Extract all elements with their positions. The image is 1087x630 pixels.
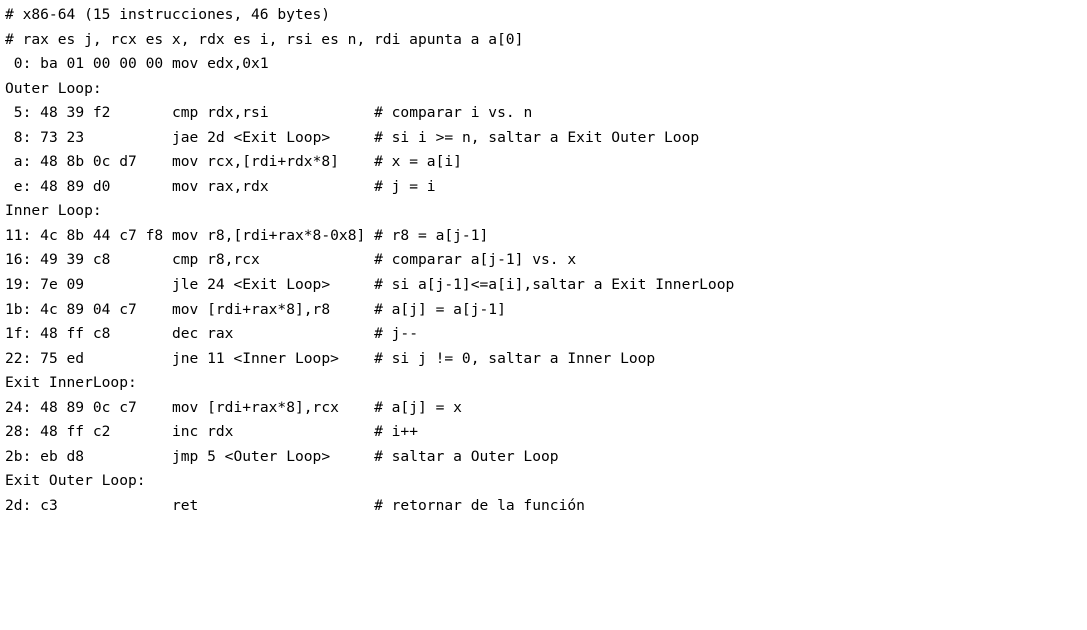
machine-bytes: c3 bbox=[40, 496, 58, 514]
comment: # comparar i vs. n bbox=[374, 104, 533, 122]
address: 22: bbox=[5, 349, 32, 367]
address: 28: bbox=[5, 423, 32, 441]
assembly-listing: # x86-64 (15 instrucciones, 46 bytes) # … bbox=[5, 6, 1087, 518]
address: 8: bbox=[13, 128, 32, 146]
instruction: cmp rdx,rsi bbox=[171, 104, 269, 122]
machine-bytes: 48 89 0c c7 bbox=[40, 398, 137, 416]
comment: # i++ bbox=[374, 423, 419, 441]
instruction-row: 24: 48 89 0c c7 mov [rdi+rax*8],rcx # a[… bbox=[5, 396, 1087, 421]
comment: # saltar a Outer Loop bbox=[374, 447, 559, 465]
comment: # si i >= n, saltar a Exit Outer Loop bbox=[374, 128, 700, 146]
machine-bytes: ba 01 00 00 00 bbox=[40, 55, 164, 73]
comment: # j = i bbox=[374, 177, 436, 195]
instruction: jae 2d <Exit Loop> bbox=[171, 128, 331, 146]
address: 16: bbox=[5, 251, 32, 269]
instruction-row: 1b: 4c 89 04 c7 mov [rdi+rax*8],r8 # a[j… bbox=[5, 298, 1087, 323]
machine-bytes: eb d8 bbox=[40, 447, 85, 465]
address: 2d: bbox=[5, 496, 32, 514]
machine-bytes: 7e 09 bbox=[40, 276, 85, 294]
instruction: mov [rdi+rax*8],r8 bbox=[171, 300, 331, 318]
instruction-row: 11: 4c 8b 44 c7 f8 mov r8,[rdi+rax*8-0x8… bbox=[5, 224, 1087, 249]
address: 2b: bbox=[5, 447, 32, 465]
machine-bytes: 48 ff c8 bbox=[40, 325, 111, 343]
instruction-row: 2d: c3 ret # retornar de la función bbox=[5, 494, 1087, 519]
instruction-row: 28: 48 ff c2 inc rdx # i++ bbox=[5, 420, 1087, 445]
instruction: dec rax bbox=[171, 325, 234, 343]
machine-bytes: 48 89 d0 bbox=[40, 177, 111, 195]
loop-label: Exit InnerLoop: bbox=[5, 374, 137, 392]
loop-label: Exit Outer Loop: bbox=[5, 472, 146, 490]
address: 5: bbox=[13, 104, 32, 122]
address: e: bbox=[13, 177, 32, 195]
instruction-row: 19: 7e 09 jle 24 <Exit Loop> # si a[j-1]… bbox=[5, 273, 1087, 298]
machine-bytes: 48 8b 0c d7 bbox=[40, 153, 137, 171]
comment: # comparar a[j-1] vs. x bbox=[374, 251, 577, 269]
machine-bytes: 48 ff c2 bbox=[40, 423, 111, 441]
instruction: ret bbox=[171, 496, 199, 514]
address: 11: bbox=[5, 226, 32, 244]
comment: # a[j] = x bbox=[374, 398, 462, 416]
machine-bytes: 73 23 bbox=[40, 128, 85, 146]
address: 24: bbox=[5, 398, 32, 416]
instruction: cmp r8,rcx bbox=[171, 251, 260, 269]
instruction: mov r8,[rdi+rax*8-0x8] bbox=[171, 226, 366, 244]
instruction: jne 11 <Inner Loop> bbox=[171, 349, 339, 367]
comment: # j-- bbox=[374, 325, 419, 343]
instruction-row: e: 48 89 d0 mov rax,rdx # j = i bbox=[5, 175, 1087, 200]
instruction-row: 8: 73 23 jae 2d <Exit Loop> # si i >= n,… bbox=[5, 126, 1087, 151]
instruction: mov edx,0x1 bbox=[171, 55, 269, 73]
address: 0: bbox=[13, 55, 32, 73]
address: a: bbox=[13, 153, 32, 171]
machine-bytes: 75 ed bbox=[40, 349, 85, 367]
instruction-row: 16: 49 39 c8 cmp r8,rcx # comparar a[j-1… bbox=[5, 248, 1087, 273]
comment: # a[j] = a[j-1] bbox=[374, 300, 506, 318]
instruction: mov rcx,[rdi+rdx*8] bbox=[171, 153, 339, 171]
instruction-row: 5: 48 39 f2 cmp rdx,rsi # comparar i vs.… bbox=[5, 101, 1087, 126]
machine-bytes: 48 39 f2 bbox=[40, 104, 111, 122]
address: 1b: bbox=[5, 300, 32, 318]
machine-bytes: 49 39 c8 bbox=[40, 251, 111, 269]
comment: # si a[j-1]<=a[i],saltar a Exit InnerLoo… bbox=[374, 276, 735, 294]
instruction: mov rax,rdx bbox=[171, 177, 269, 195]
machine-bytes: 4c 8b 44 c7 f8 bbox=[40, 226, 164, 244]
instruction: jmp 5 <Outer Loop> bbox=[171, 447, 331, 465]
comment: # x = a[i] bbox=[374, 153, 462, 171]
instruction-row: 22: 75 ed jne 11 <Inner Loop> # si j != … bbox=[5, 347, 1087, 372]
instruction-row: a: 48 8b 0c d7 mov rcx,[rdi+rdx*8] # x =… bbox=[5, 150, 1087, 175]
loop-label: Inner Loop: bbox=[5, 202, 102, 220]
address: 1f: bbox=[5, 325, 32, 343]
comment: # si j != 0, saltar a Inner Loop bbox=[374, 349, 656, 367]
loop-label: Outer Loop: bbox=[5, 79, 102, 97]
instruction-row: 1f: 48 ff c8 dec rax # j-- bbox=[5, 322, 1087, 347]
machine-bytes: 4c 89 04 c7 bbox=[40, 300, 137, 318]
comment: # r8 = a[j-1] bbox=[374, 226, 489, 244]
header-comment: # x86-64 (15 instrucciones, 46 bytes) bbox=[5, 6, 331, 23]
instruction: mov [rdi+rax*8],rcx bbox=[171, 398, 339, 416]
instruction: inc rdx bbox=[171, 423, 234, 441]
address: 19: bbox=[5, 276, 32, 294]
comment: # retornar de la función bbox=[374, 496, 585, 514]
instruction-row: 2b: eb d8 jmp 5 <Outer Loop> # saltar a … bbox=[5, 445, 1087, 470]
instruction: jle 24 <Exit Loop> bbox=[171, 276, 331, 294]
header-comment: # rax es j, rcx es x, rdx es i, rsi es n… bbox=[5, 30, 524, 48]
instruction-row: 0: ba 01 00 00 00 mov edx,0x1 bbox=[5, 52, 1087, 77]
